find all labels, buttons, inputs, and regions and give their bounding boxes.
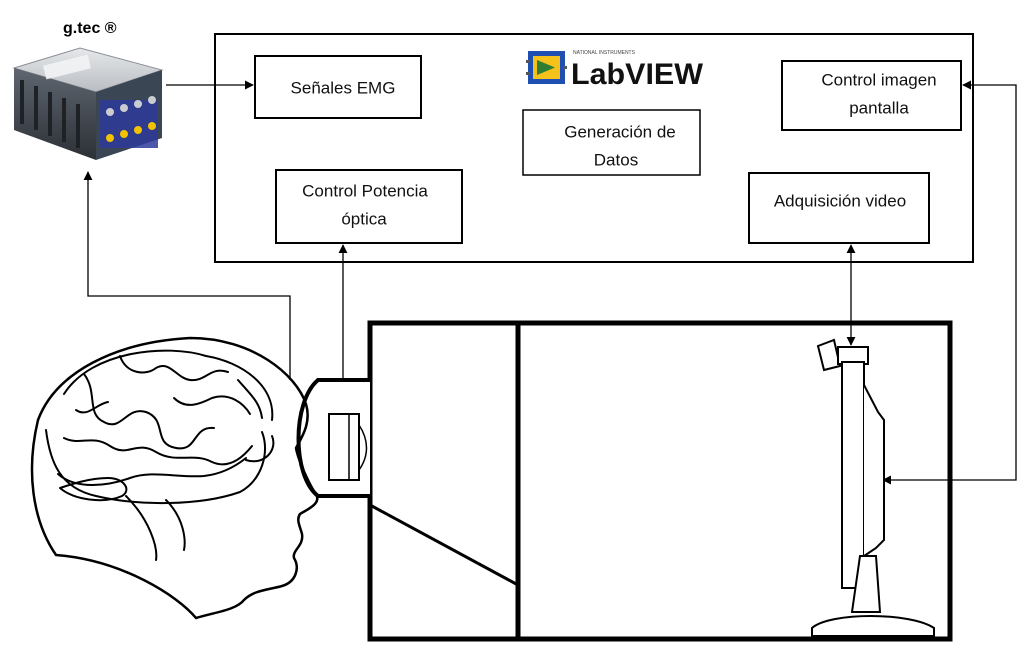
emg-signals-block: Señales EMG bbox=[254, 55, 422, 119]
labview-logo-icon bbox=[526, 51, 567, 84]
webcam-icon bbox=[816, 338, 869, 372]
optical-control-label-line1: Control Potencia bbox=[302, 181, 428, 200]
data-generation-label-line1: Generación de bbox=[564, 122, 676, 141]
eeg-amplifier-device-icon bbox=[12, 47, 164, 160]
monitor-icon bbox=[811, 361, 935, 637]
optical-power-control-block: Control Potencia óptica bbox=[275, 169, 463, 244]
data-generation-label-line2: Datos bbox=[594, 150, 638, 169]
labview-logo: NATIONAL INSTRUMENTS LabVIEW bbox=[526, 50, 704, 91]
labview-panel bbox=[214, 33, 974, 263]
video-acquisition-label: Adquisición video bbox=[774, 191, 906, 210]
labview-logo-text: LabVIEW bbox=[571, 58, 704, 91]
gtec-brand-label: g.tec ® bbox=[63, 20, 117, 37]
video-acquisition-block: Adquisición video bbox=[748, 172, 930, 244]
screen-control-label-line1: Control imagen bbox=[821, 70, 936, 89]
optical-lens-icon bbox=[296, 378, 370, 498]
screen-control-label-line2: pantalla bbox=[849, 98, 909, 117]
labview-ni-label: NATIONAL INSTRUMENTS bbox=[573, 50, 636, 56]
gtec-device: g.tec ® bbox=[12, 20, 164, 160]
emg-signals-label: Señales EMG bbox=[291, 78, 396, 97]
human-head-brain-icon bbox=[30, 336, 319, 620]
screen-image-control-block: Control imagen pantalla bbox=[781, 60, 962, 131]
data-generation-block: Generación de Datos bbox=[522, 109, 701, 176]
optical-control-label-line2: óptica bbox=[341, 209, 387, 228]
head-to-device-arrow bbox=[83, 171, 291, 380]
